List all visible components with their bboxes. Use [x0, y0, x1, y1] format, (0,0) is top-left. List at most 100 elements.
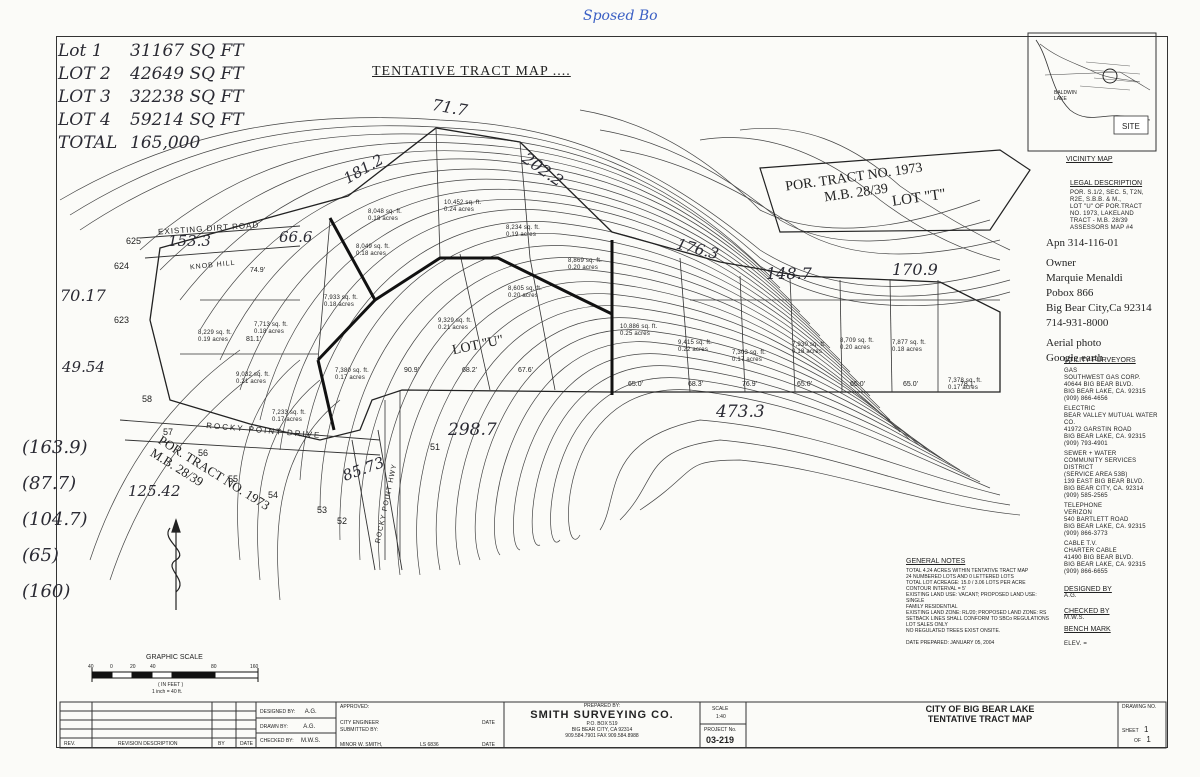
frontage-dim: 68.2' [462, 367, 477, 374]
tb-city-title: CITY OF BIG BEAR LAKE TENTATIVE TRACT MA… [925, 704, 1035, 724]
utility-purveyors: UTILITY PURVEYORS GAS SOUTHWEST GAS CORP… [1064, 357, 1164, 648]
parcel-area: 8,869 sq. ft.0.20 acres [568, 258, 602, 271]
tract-boundary [149, 127, 1001, 441]
lot-lines [180, 127, 1000, 560]
tb-project-label: PROJECT No. [704, 727, 737, 733]
handwritten-left-column: (163.9) (87.7) (104.7) (65) (160) [22, 437, 88, 602]
tb-signer: MINOR W. SMITH, [340, 742, 383, 748]
frontage-dim: 81.1' [246, 336, 261, 343]
parcel-area: 7,303 sq. ft.0.17 acres [732, 350, 766, 363]
frontage-dim: 65.0' [797, 381, 812, 388]
parcel-area: 10,886 sq. ft.0.25 acres [620, 324, 658, 337]
parcel-area: 8,709 sq. ft.0.20 acres [840, 338, 874, 351]
lot-number: 55 [228, 474, 239, 484]
utility-item: GAS SOUTHWEST GAS CORP.40644 BIG BEAR BL… [1064, 368, 1146, 402]
parcel-area: 7,233 sq. ft.0.17 acres [272, 410, 306, 423]
parcel-area: 8,049 sq. ft.0.18 acres [356, 244, 390, 257]
vicinity-map-graphic [1027, 32, 1157, 152]
tb-date: DATE [240, 741, 253, 747]
frontage-dim: 68.3' [688, 381, 703, 388]
utility-item: ELECTRIC BEAR VALLEY MUTUAL WATER CO.419… [1064, 406, 1158, 447]
owner-info: Apn 314-116-01 Owner Marquie Menaldi Pob… [1046, 237, 1152, 364]
vicinity-site-label: SITE [1122, 122, 1140, 131]
parcel-area: 7,877 sq. ft.0.18 acres [892, 340, 926, 353]
lot-number: 52 [337, 516, 348, 526]
scale-tick: 80 [211, 664, 217, 670]
vicinity-map-caption: VICINITY MAP [1066, 156, 1113, 163]
proposed-lot-lines [316, 217, 614, 431]
graphic-scale-label: GRAPHIC SCALE [146, 654, 203, 661]
dim-label: 148.7 [766, 264, 812, 283]
dim-label: 125.42 [128, 482, 181, 500]
lot-number: 57 [163, 427, 174, 437]
parcel-area: 7,378 sq. ft.0.17 acres [948, 378, 982, 391]
stamp-text: Sposed Bo [583, 8, 658, 24]
frontage-dim: 65.0' [850, 381, 865, 388]
vicinity-lake-label: BALDWIN LAKE [1054, 90, 1077, 102]
tb-drawing-no: DRAWING NO. [1122, 704, 1157, 710]
tb-company-block: PREPARED BY: SMITH SURVEYING CO. P.O. BO… [530, 703, 674, 739]
lot-number: 51 [430, 442, 441, 452]
roads [119, 225, 403, 571]
lot-number: 625 [126, 236, 142, 246]
frontage-dim: 65.0' [903, 381, 918, 388]
tb-signer-date: DATE [482, 742, 495, 748]
frontage-dim: 74.9' [250, 267, 265, 274]
scale-ratio: 1 inch = 40 ft. [152, 689, 183, 695]
tb-ls: LS 6836 [420, 742, 439, 748]
dim-label: 49.54 [62, 358, 105, 376]
scale-tick: 0 [110, 664, 113, 670]
frontage-dim: 76.9' [742, 381, 757, 388]
tb-by: BY [218, 741, 225, 747]
tb-city-engineer: CITY ENGINEER [340, 720, 379, 726]
parcel-area: 9,415 sq. ft.0.22 acres [678, 340, 712, 353]
tb-submitted-by: SUBMITTED BY: [340, 727, 379, 733]
dim-label: 153.3 [168, 232, 211, 250]
tb-scale-value: 1:40 [716, 714, 726, 720]
dim-label: 66.6 [279, 228, 313, 246]
parcel-area: 8,048 sq. ft.0.18 acres [368, 209, 402, 222]
lot-number: 56 [198, 448, 209, 458]
tb-sheet: SHEET 1 [1122, 725, 1149, 735]
tb-rev-desc: REVISION DESCRIPTION [118, 741, 178, 747]
frontage-dim: 67.6' [518, 367, 533, 374]
scale-unit: ( IN FEET ) [158, 682, 184, 688]
tb-city-engineer-date: DATE [482, 720, 495, 726]
lot-number: 54 [268, 490, 279, 500]
general-notes: GENERAL NOTES TOTAL 4.24 ACRES WITHIN TE… [906, 558, 1049, 646]
frontage-dim: 78.1' [960, 381, 975, 388]
parcel-area: 8,229 sq. ft.0.19 acres [198, 330, 232, 343]
parcel-area: 8,605 sq. ft.0.20 acres [508, 286, 542, 299]
north-arrow-icon [167, 518, 181, 610]
lot-t-outline [759, 149, 1031, 233]
scale-tick: 40 [150, 664, 156, 670]
dim-label: 170.9 [892, 260, 938, 279]
parcel-area: 7,380 sq. ft.0.17 acres [335, 368, 369, 381]
lot-number: 623 [114, 315, 130, 325]
contour-lines [59, 109, 1021, 601]
parcel-area: 7,930 sq. ft.0.18 acres [792, 342, 826, 355]
tb-of: OF 1 [1134, 735, 1151, 745]
utility-item: SEWER + WATER COMMUNITY SERVICES DISTRIC… [1064, 451, 1145, 499]
dim-label: 298.7 [448, 420, 497, 440]
dim-label: 473.3 [716, 402, 765, 422]
lot-number: 624 [114, 261, 130, 271]
parcel-area: 9,032 sq. ft.0.21 acres [236, 372, 270, 385]
legal-description: LEGAL DESCRIPTION POR. S.1/2, SEC. 5, T2… [1070, 180, 1144, 231]
dim-label: 70.17 [60, 286, 106, 305]
scale-tick: 40 [88, 664, 94, 670]
lot-number: 53 [317, 505, 328, 515]
parcel-area: 8,234 sq. ft.0.19 acres [506, 225, 540, 238]
tb-rev: REV. [64, 741, 76, 747]
tb-drawn-by: DRAWN BY: A.G. [260, 724, 316, 730]
lot-number: 58 [142, 394, 153, 404]
tb-scale-label: SCALE [712, 706, 729, 712]
